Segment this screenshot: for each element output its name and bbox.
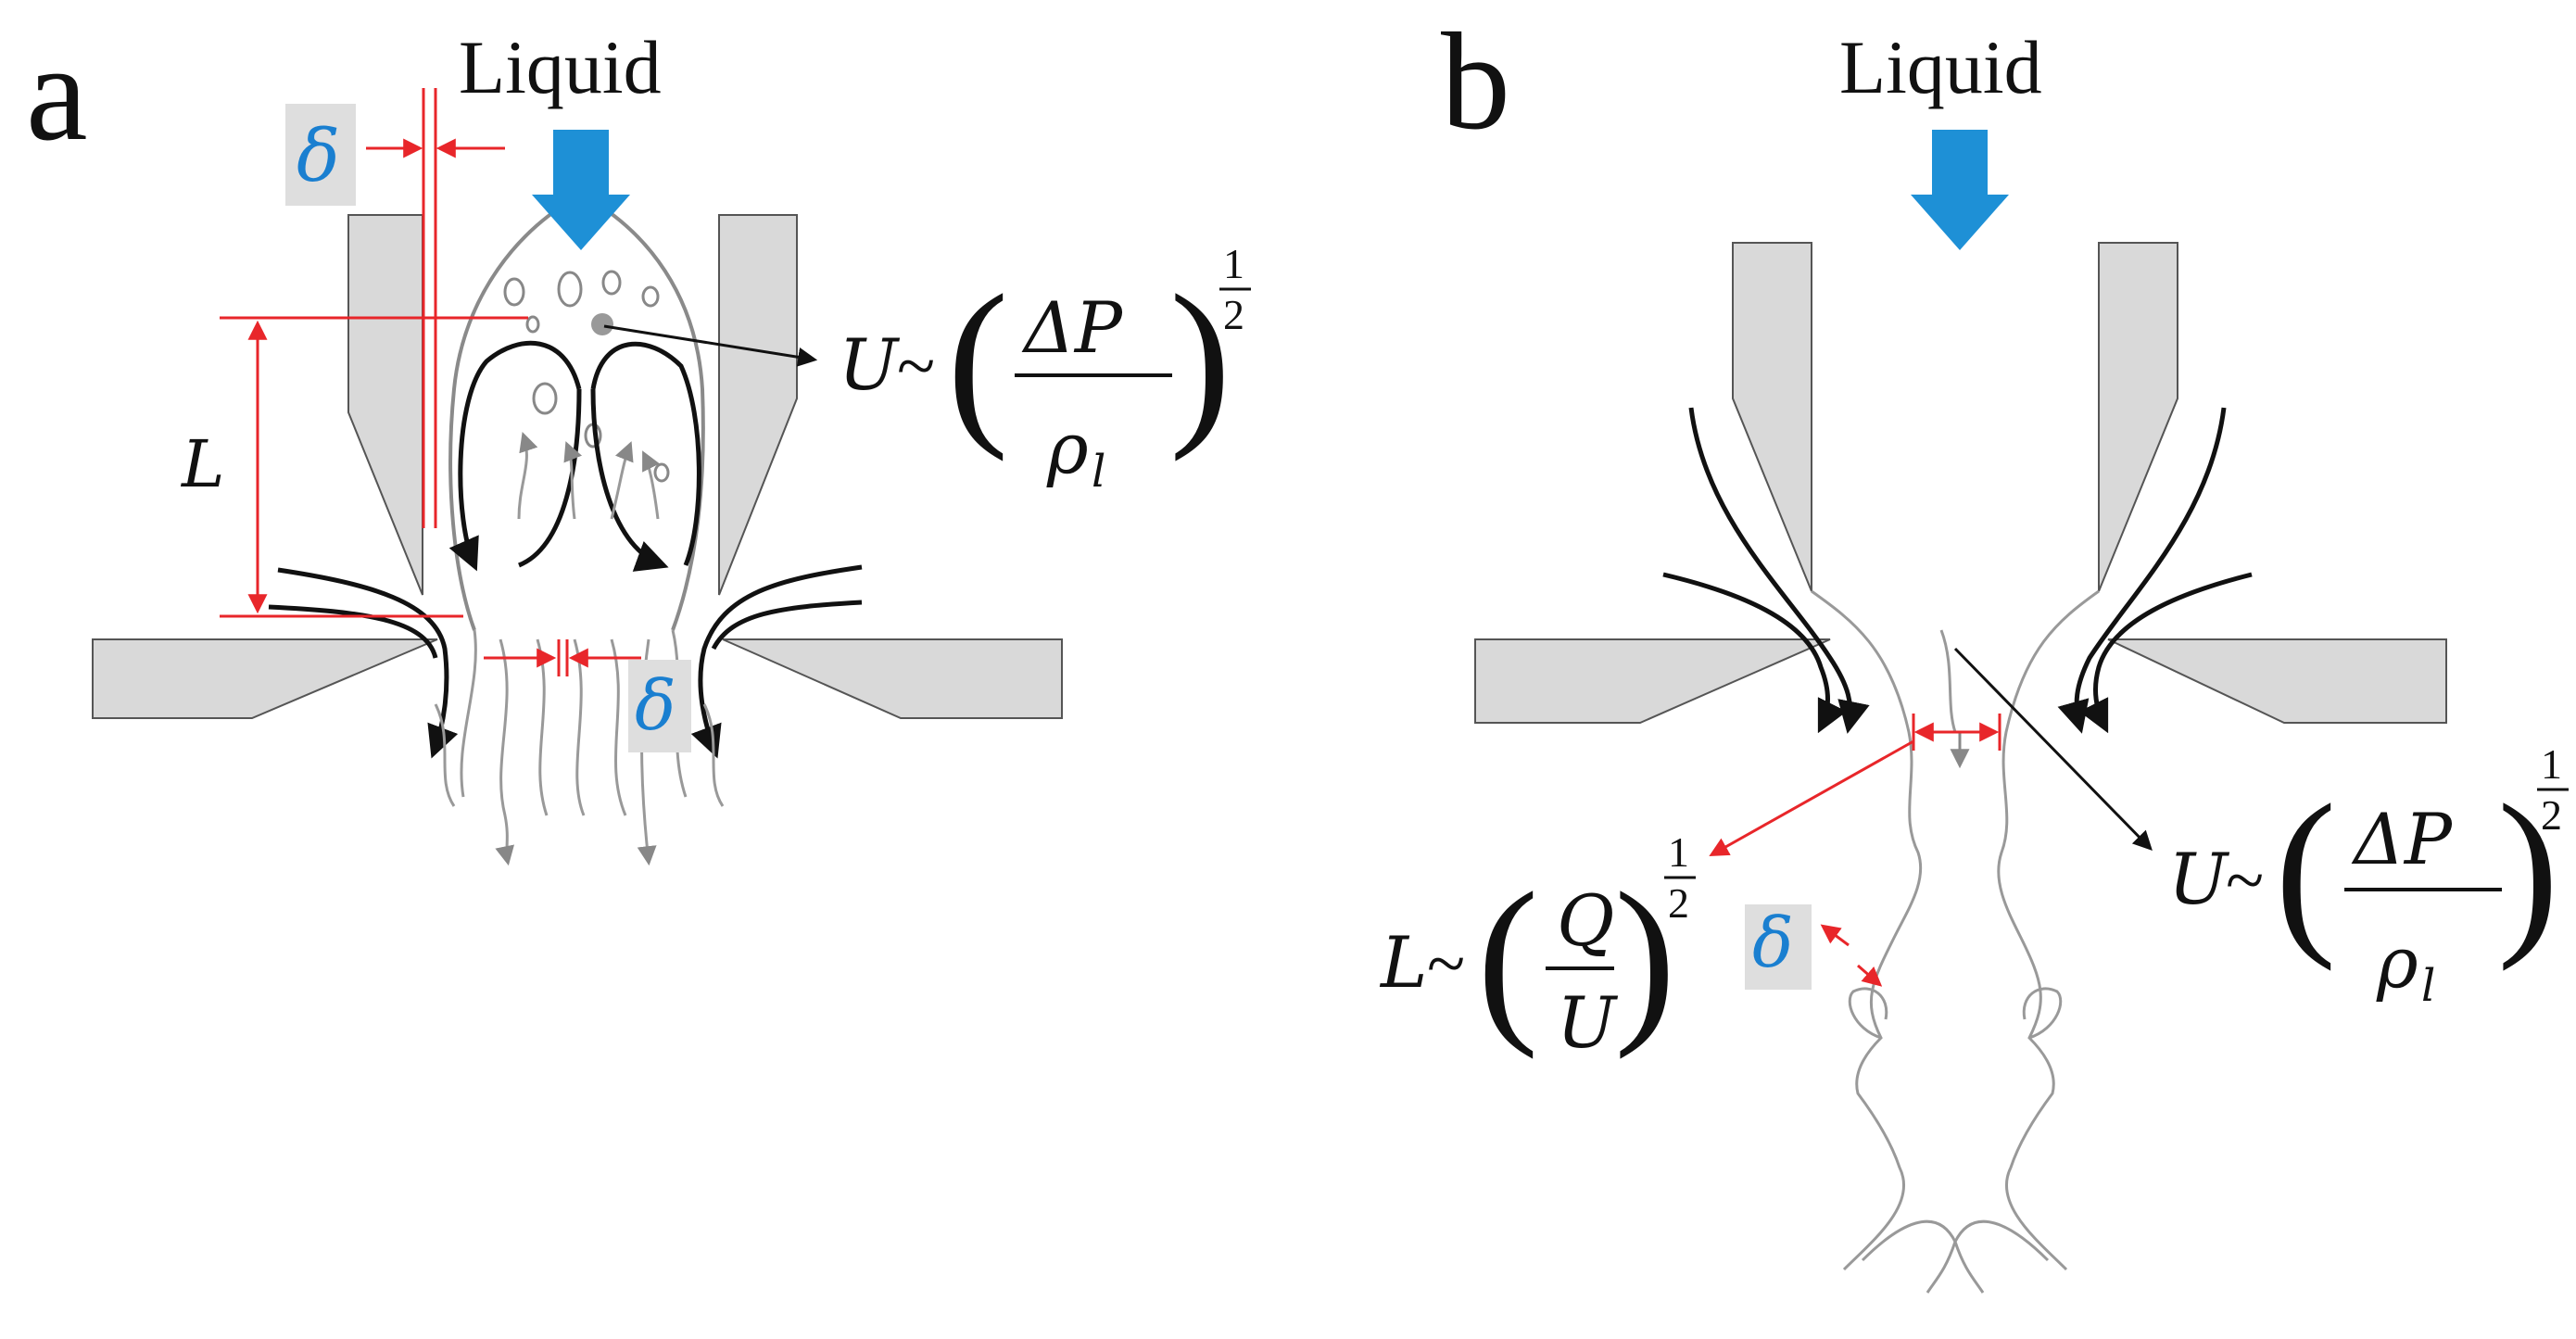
panel-a-vortices	[448, 340, 701, 572]
panel-b-exp-den: 2	[2541, 791, 2562, 839]
panel-a-length-label: L	[180, 426, 224, 502]
panel-a-formula-den-sub: l	[1092, 446, 1105, 498]
panel-b-velocity-pointer	[1953, 647, 2153, 852]
panel-a-delta-top-label: δ	[297, 115, 340, 198]
panel-b-left-paren: (	[2275, 767, 2337, 972]
panel-b: b Liquid	[1379, 5, 2569, 1294]
panel-b-formula-den: ρ	[2376, 921, 2418, 1004]
panel-b-coflow-lines	[1662, 407, 2253, 734]
panel-b-length-num: Q	[1557, 879, 1614, 962]
panel-b-length-pointer	[1709, 739, 1914, 857]
panel-b-liquid-label: Liquid	[1839, 25, 2042, 109]
panel-b-velocity-formula: U ~ ( ΔP ρ l ) 1 2	[2168, 740, 2569, 1012]
panel-b-length-formula: L ~ ( Q U ) 1 2	[1379, 828, 1696, 1064]
panel-a-exp-num: 1	[1223, 240, 1244, 287]
panel-b-length-exp-den: 2	[1668, 879, 1689, 927]
panel-b-exp-num: 1	[2541, 740, 2562, 788]
panel-a-right-paren: )	[1169, 258, 1231, 462]
panel-b-letter: b	[1441, 5, 1510, 158]
panel-a-orifice-plate	[92, 638, 1063, 719]
panel-b-delta-label: δ	[1752, 903, 1794, 983]
panel-b-delta: δ	[1745, 903, 1883, 990]
panel-a-exp-den: 2	[1223, 291, 1244, 338]
panel-a-bubbles	[503, 270, 670, 483]
panel-a-formula-lhs: U	[839, 323, 901, 406]
panel-a-formula-den: ρ	[1046, 407, 1089, 489]
panel-a-letter: a	[26, 16, 88, 170]
panel-a-velocity-pointer	[603, 324, 818, 367]
panel-b-length-right-paren: )	[1614, 855, 1676, 1060]
panel-a: a	[26, 16, 1251, 866]
panel-b-neck-dimension	[1912, 714, 2001, 751]
panel-a-length-dimension: L	[180, 316, 528, 618]
panel-a-formula-num: ΔP	[1021, 286, 1124, 369]
panel-b-right-paren: )	[2497, 767, 2559, 972]
panel-b-length-den: U	[1557, 981, 1619, 1064]
panel-b-formula-lhs: U	[2168, 838, 2230, 920]
panel-a-delta-top: δ	[285, 88, 505, 528]
panel-b-liquid-sheet	[1811, 589, 2100, 1294]
panel-a-left-paren: (	[947, 258, 1009, 462]
panel-a-delta-bottom: δ	[484, 639, 691, 752]
panel-a-liquid-label: Liquid	[459, 25, 662, 109]
panel-b-formula-num: ΔP	[2351, 798, 2454, 880]
panel-b-orifice-plate	[1474, 638, 2447, 724]
panel-b-formula-den-sub: l	[2421, 960, 2435, 1012]
panel-a-liquid-arrow	[532, 130, 630, 250]
panel-a-coflow-lines	[268, 564, 863, 759]
panel-a-internal-flow	[517, 432, 660, 520]
panel-a-inner-nozzle	[347, 214, 798, 596]
panel-b-length-lhs: L	[1379, 921, 1427, 1004]
panel-b-length-left-paren: (	[1477, 855, 1539, 1060]
panel-a-velocity-formula: U ~ ( ΔP ρ l ) 1 2	[839, 240, 1251, 498]
panel-b-inner-nozzle	[1732, 242, 2178, 592]
panel-b-liquid-arrow	[1911, 130, 2009, 250]
panel-b-length-exp-num: 1	[1668, 828, 1689, 876]
panel-b-formula-sim: ~	[2226, 841, 2264, 919]
panel-b-length-sim: ~	[1427, 925, 1465, 1003]
panel-a-delta-bottom-label: δ	[635, 666, 676, 746]
panel-a-formula-sim: ~	[897, 327, 935, 405]
